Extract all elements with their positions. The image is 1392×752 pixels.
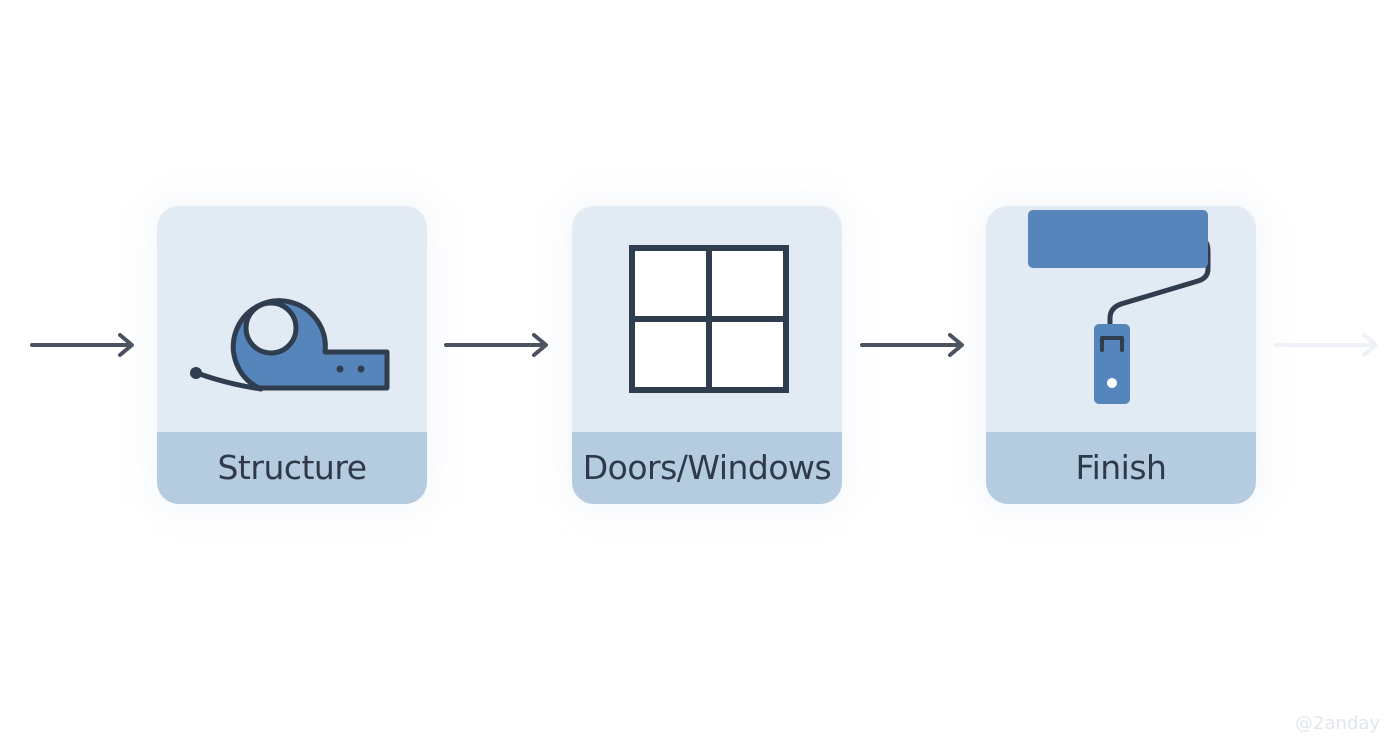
card-icon-area: [572, 206, 842, 432]
step-card-doors-windows: Doors/Windows: [572, 206, 842, 504]
arrow-right-icon: [30, 333, 134, 357]
watermark-text: @2anday: [1295, 713, 1380, 734]
card-surface: Finish: [986, 206, 1256, 504]
roller-cover-icon: [1028, 210, 1208, 268]
step-label-doors-windows: Doors/Windows: [572, 432, 842, 504]
step-label-structure: Structure: [157, 432, 427, 504]
step-card-finish: Finish: [986, 206, 1256, 504]
arrow-right-icon: [860, 333, 964, 357]
card-icon-area: [986, 206, 1256, 432]
arrow-right-icon: [1274, 333, 1378, 357]
paint-roller-icon: [1094, 233, 1211, 404]
arrow-right-icon: [444, 333, 548, 357]
tape-measure-icon: [190, 298, 390, 392]
step-card-structure: Structure: [157, 206, 427, 504]
window-icon: [629, 245, 789, 393]
step-label-finish: Finish: [986, 432, 1256, 504]
card-icon-area: [157, 206, 427, 432]
